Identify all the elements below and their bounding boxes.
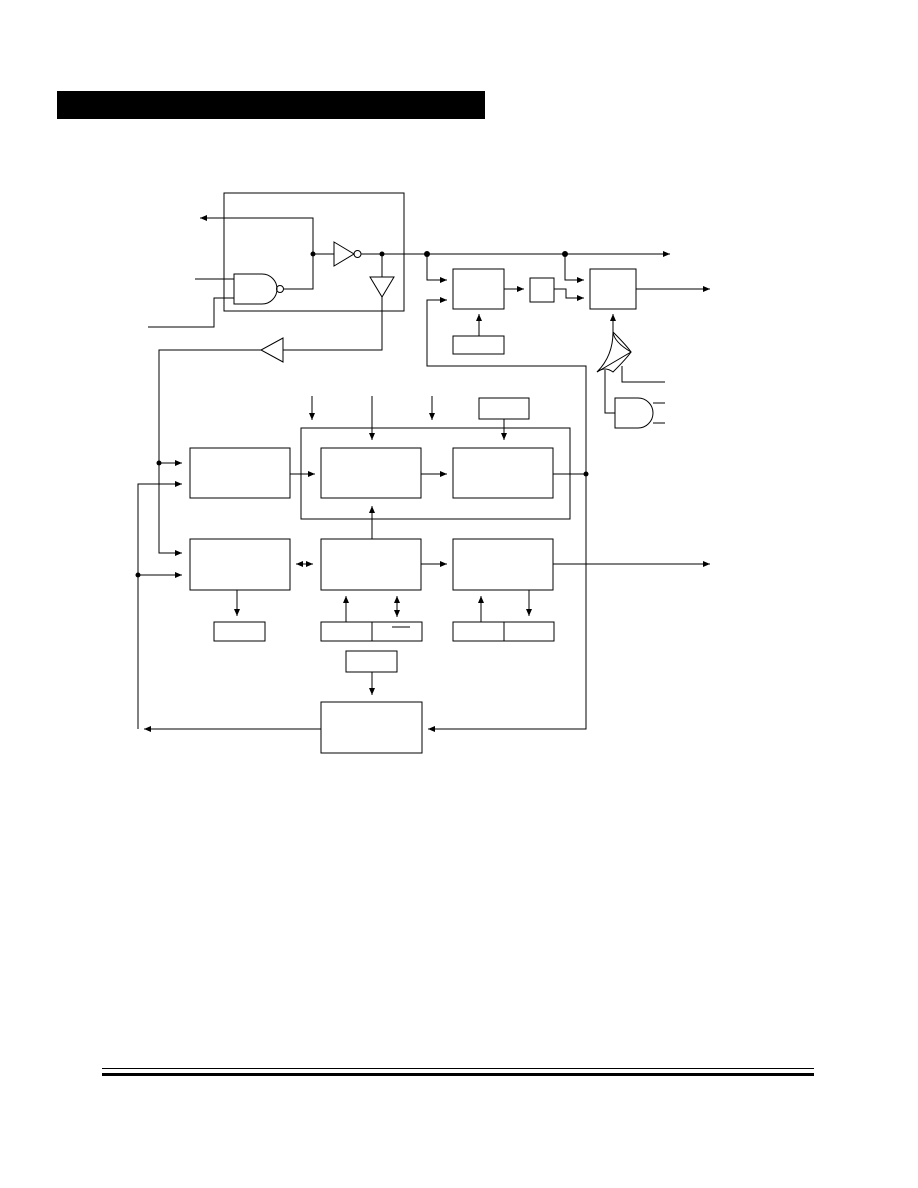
junction-dot bbox=[310, 251, 316, 257]
left-lower-output-block bbox=[213, 621, 266, 642]
right-lower-split-block-right bbox=[503, 621, 555, 642]
inverter-icon bbox=[333, 241, 355, 267]
upper-right-input-block bbox=[452, 335, 505, 355]
junction-dot bbox=[379, 251, 385, 257]
right-mid-block bbox=[452, 447, 554, 499]
footer-rule-thin bbox=[102, 1068, 814, 1069]
and-gate-icon bbox=[614, 397, 654, 429]
mid-input-block bbox=[478, 397, 530, 420]
footer-rule-thick bbox=[102, 1073, 814, 1076]
junction-dot bbox=[156, 460, 162, 466]
junction-dot bbox=[424, 251, 430, 257]
junction-dot bbox=[562, 251, 568, 257]
right-lower-block bbox=[452, 538, 554, 591]
upper-right-small-block bbox=[529, 277, 555, 303]
upper-right-block-a bbox=[452, 268, 505, 310]
title-bar bbox=[57, 91, 485, 119]
junction-dot bbox=[135, 572, 141, 578]
or-gate-icon bbox=[596, 330, 632, 373]
center-mid-block bbox=[320, 447, 422, 499]
nand-bubble-icon bbox=[276, 285, 284, 293]
center-lower-split-block-left bbox=[320, 621, 373, 642]
bottom-block bbox=[320, 701, 423, 754]
center-lower-split-block-right bbox=[371, 621, 423, 642]
right-lower-split-block-left bbox=[452, 621, 505, 642]
inverter-bubble-icon bbox=[353, 250, 362, 258]
left-buffer-icon bbox=[259, 337, 284, 363]
nand-gate-icon bbox=[233, 273, 278, 305]
buffer-icon bbox=[369, 276, 395, 298]
left-mid-block bbox=[189, 447, 291, 499]
upper-right-block-b bbox=[589, 268, 637, 310]
oscillator-circuit-box bbox=[223, 192, 405, 312]
bottom-input-block bbox=[345, 650, 398, 673]
left-lower-block bbox=[189, 538, 291, 591]
junction-dot bbox=[583, 471, 589, 477]
center-lower-block bbox=[320, 538, 422, 591]
